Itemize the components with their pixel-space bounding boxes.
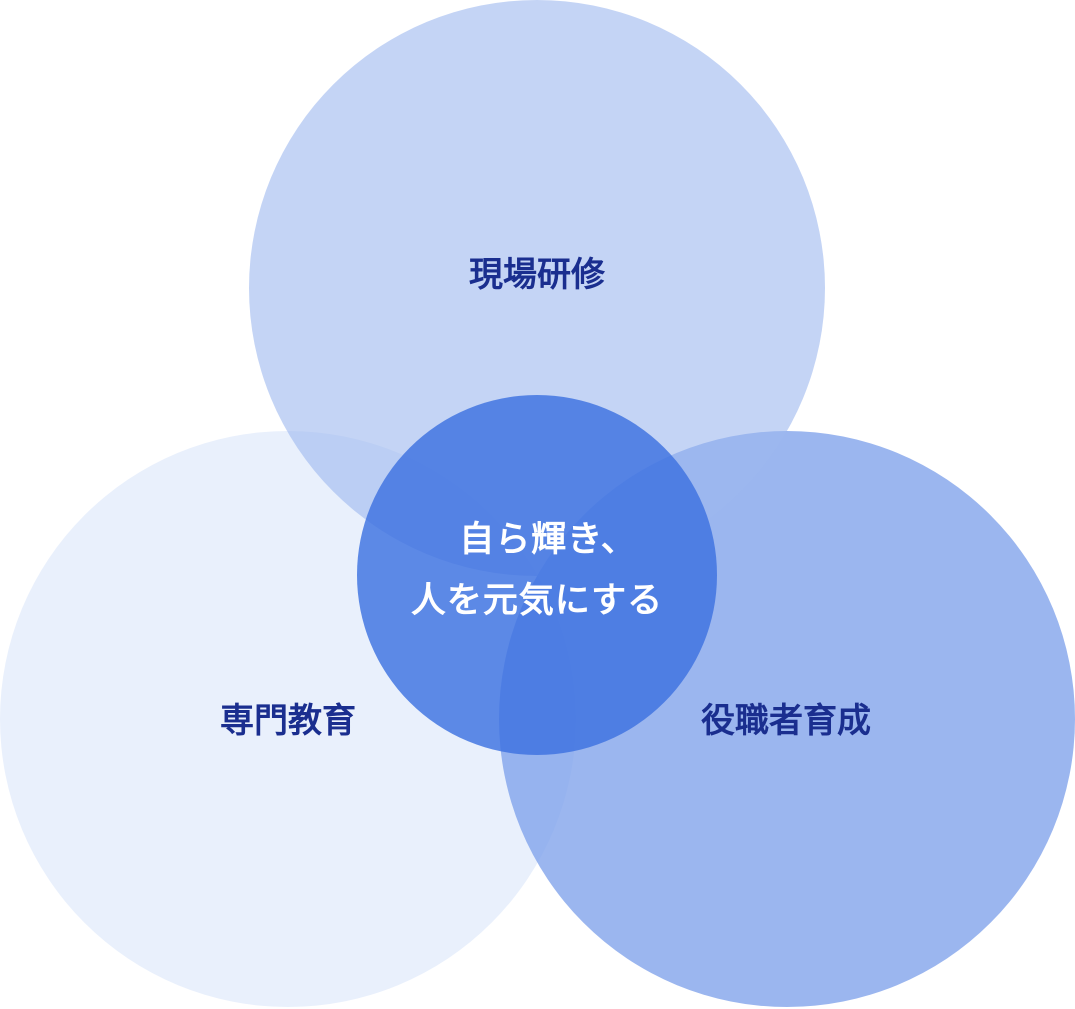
label-specialized-education: 専門教育	[220, 701, 356, 741]
circle-onsite-training	[249, 0, 825, 576]
label-onsite-training: 現場研修	[469, 255, 606, 295]
center-text-line2: 人を元気にする	[411, 581, 663, 621]
center-text-line1: 自ら輝き、	[459, 520, 637, 560]
label-management-training: 役職者育成	[701, 701, 871, 741]
center-circle	[357, 395, 717, 755]
